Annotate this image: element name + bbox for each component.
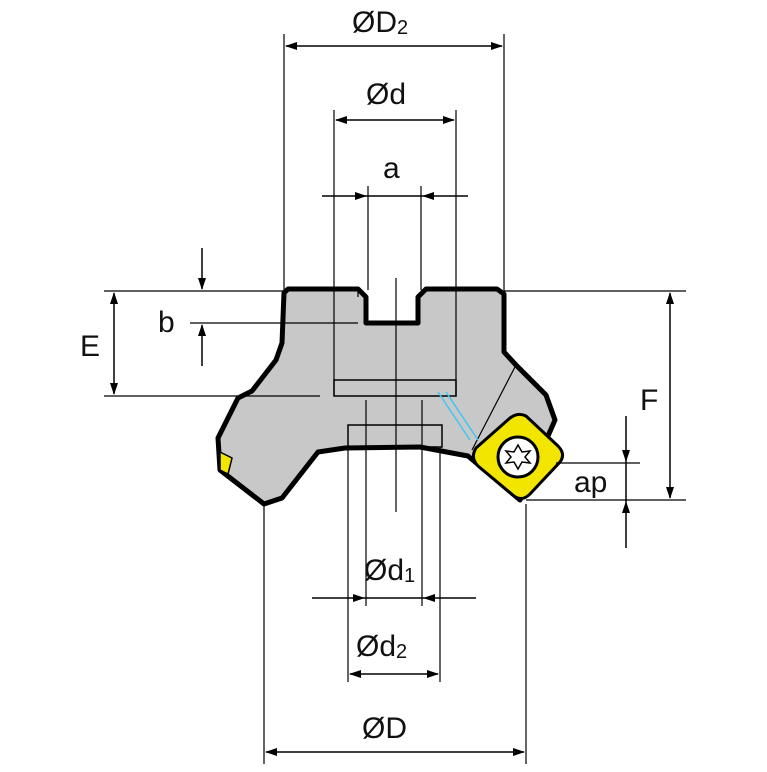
label-a: a bbox=[383, 152, 400, 185]
side-insert bbox=[219, 450, 233, 476]
label-d: Ød bbox=[366, 78, 406, 111]
label-b: b bbox=[158, 306, 175, 339]
dimension-arrows bbox=[110, 42, 674, 756]
torx-icon bbox=[504, 443, 532, 471]
label-ap: ap bbox=[574, 466, 607, 499]
coolant-line-1 bbox=[437, 391, 471, 441]
relief-groove bbox=[347, 424, 443, 448]
label-E: E bbox=[80, 330, 100, 363]
label-d1: Ød1 bbox=[364, 554, 415, 587]
chip-pocket-line bbox=[471, 364, 517, 451]
main-insert bbox=[471, 412, 565, 501]
coolant-line-2 bbox=[445, 391, 479, 441]
label-D: ØD bbox=[362, 712, 407, 745]
label-d2: Ød2 bbox=[356, 630, 407, 663]
label-D2: ØD2 bbox=[352, 6, 408, 39]
reference-lines bbox=[104, 34, 686, 764]
label-F: F bbox=[640, 384, 658, 417]
counterbore-rim bbox=[333, 379, 457, 397]
